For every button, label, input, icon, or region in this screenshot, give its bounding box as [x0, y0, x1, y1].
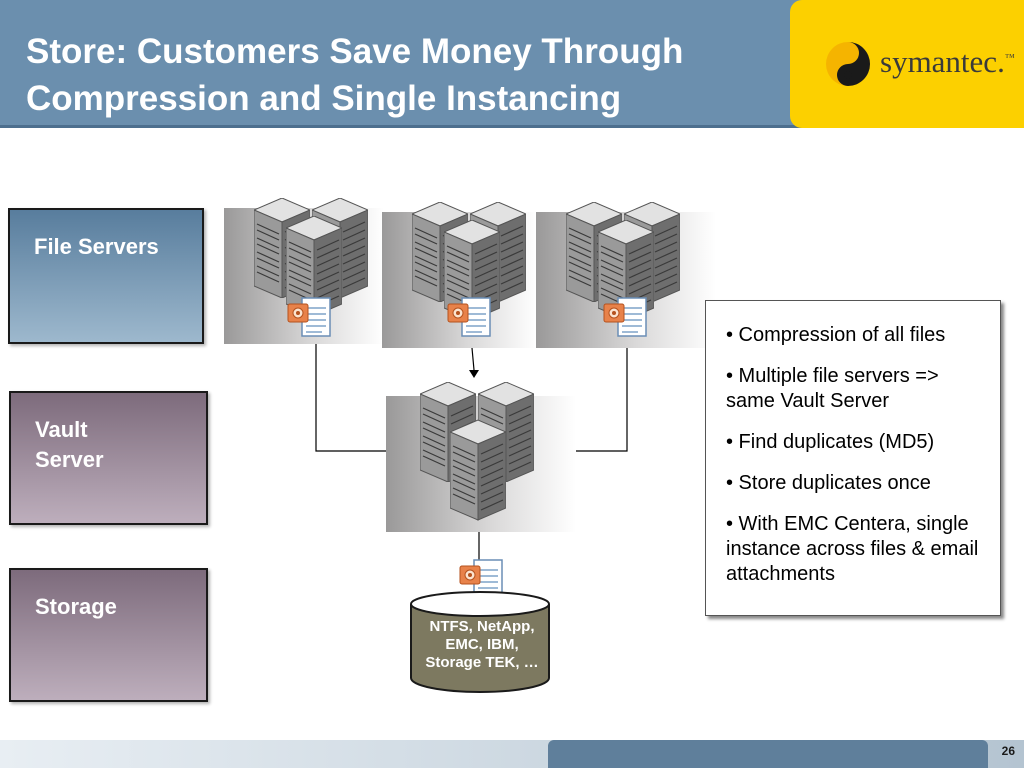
storage-cylinder-label: NTFS, NetApp, EMC, IBM, Storage TEK, … [425, 618, 539, 671]
page-number: 26 [1001, 744, 1015, 758]
list-item: • Find duplicates (MD5) [726, 431, 935, 453]
file-server-cluster-2 [382, 212, 537, 348]
list-item: • Multiple file servers => same Vault Se… [726, 365, 939, 412]
database-cylinder-icon [410, 591, 550, 693]
feature-list: • Compression of all files • Multiple fi… [705, 300, 1001, 616]
vault-server-layer: Vault Server [9, 391, 208, 525]
document-icon [286, 296, 332, 340]
list-item: • Compression of all files [726, 324, 946, 346]
file-servers-layer: File Servers [8, 208, 204, 344]
document-icon [446, 296, 492, 340]
list-item: • With EMC Centera, single instance acro… [726, 513, 979, 585]
document-icon [602, 296, 648, 340]
vault-server-cluster [386, 396, 576, 532]
slide-title: Store: Customers Save Money Through Comp… [26, 32, 684, 118]
list-item: • Store duplicates once [726, 472, 931, 494]
footer-bar [548, 740, 988, 768]
logo-text: symantec.™ [880, 44, 1015, 79]
symantec-logo-icon [826, 42, 870, 86]
storage-layer: Storage [9, 568, 208, 702]
